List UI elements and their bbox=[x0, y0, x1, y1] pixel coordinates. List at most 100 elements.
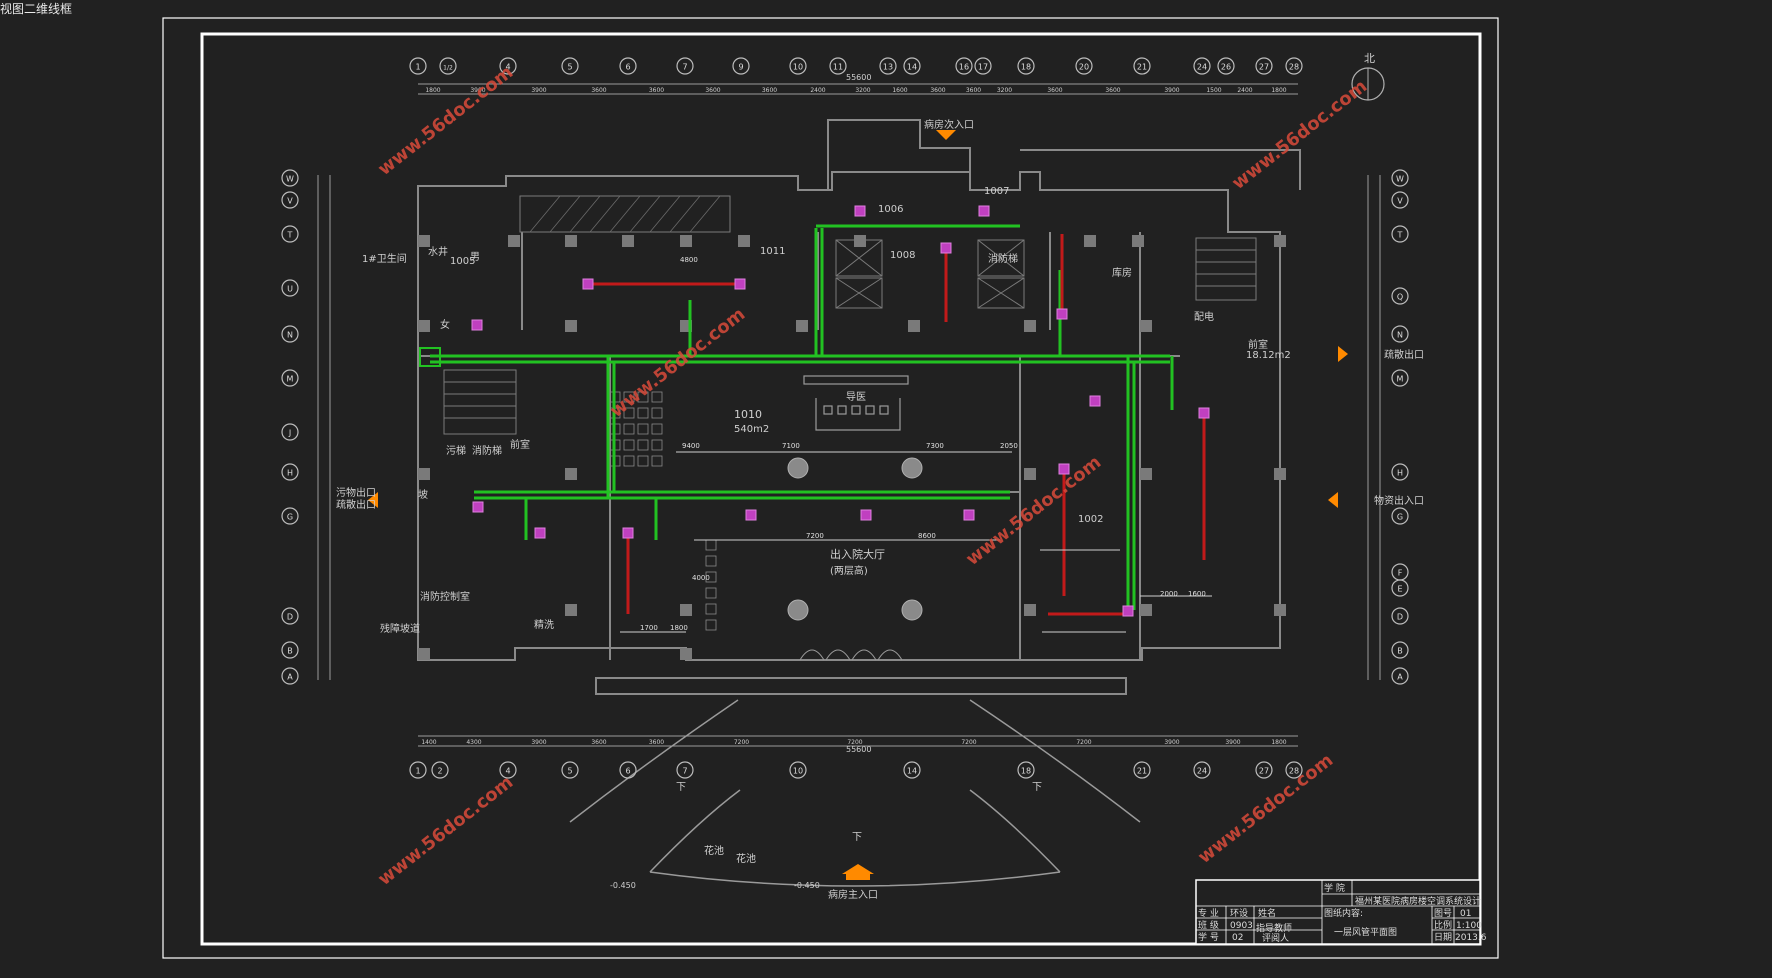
axis-label: 11 bbox=[833, 63, 843, 72]
axis-label: 7 bbox=[682, 63, 687, 72]
dimension-lines bbox=[317, 83, 1381, 747]
tb-title: 福州某医院病房楼空调系统设计 bbox=[1355, 895, 1481, 907]
bottom-total-dimension: 55600 bbox=[846, 745, 871, 754]
dimension-value: 3600 bbox=[762, 87, 777, 94]
dimension-value: 3600 bbox=[705, 87, 720, 94]
axis-label: W bbox=[1396, 175, 1404, 184]
axis-label: 14 bbox=[907, 767, 917, 776]
axis-bubble: 17 bbox=[974, 57, 992, 75]
entrance-doors bbox=[799, 649, 903, 661]
axis-bubble: F bbox=[1391, 563, 1409, 581]
axis-bubble: M bbox=[1391, 369, 1409, 387]
title-block: 学 院 福州某医院病房楼空调系统设计 图纸内容: 图号 01 专 业 环设 姓名… bbox=[1195, 879, 1487, 945]
dimension-value: 7200 bbox=[961, 739, 976, 746]
dimension-value: 3600 bbox=[966, 87, 981, 94]
fresh-air-intake bbox=[419, 347, 441, 367]
axis-bubble: 14 bbox=[903, 761, 921, 779]
axis-bubble: M bbox=[281, 369, 299, 387]
axis-label: D bbox=[1397, 613, 1403, 622]
axis-label: 28 bbox=[1289, 63, 1299, 72]
room-label: 540m2 bbox=[734, 424, 769, 435]
axis-bubble: 4 bbox=[499, 761, 517, 779]
axis-label: 13 bbox=[883, 63, 893, 72]
axis-bubble: Q bbox=[1391, 287, 1409, 305]
dimension-value: 3200 bbox=[997, 87, 1012, 94]
hall-dimension: 2000 bbox=[1160, 590, 1178, 598]
axis-label: F bbox=[1398, 569, 1403, 578]
axis-label: T bbox=[1397, 231, 1403, 240]
axis-bubble: G bbox=[1391, 507, 1409, 525]
axis-label: T bbox=[287, 231, 293, 240]
tb-date: 2013.6 bbox=[1455, 933, 1487, 943]
axis-label: 18 bbox=[1021, 767, 1031, 776]
axis-bubble: V bbox=[1391, 191, 1409, 209]
axis-label: 9 bbox=[738, 63, 743, 72]
axis-bubble: 24 bbox=[1193, 57, 1211, 75]
axis-label: B bbox=[1397, 647, 1403, 656]
room-label: 男 bbox=[470, 251, 480, 263]
inner-sheet-frame bbox=[200, 32, 1482, 946]
dimension-value: 3900 bbox=[470, 87, 485, 94]
dimension-value: 3600 bbox=[591, 87, 606, 94]
axis-bubble: 10 bbox=[789, 761, 807, 779]
dimension-value: 1800 bbox=[1271, 739, 1286, 746]
room-label: 前室 bbox=[1248, 338, 1268, 351]
tb-student-no: 02 bbox=[1232, 933, 1243, 943]
axis-bubble: W bbox=[281, 169, 299, 187]
axis-bubble: 27 bbox=[1255, 57, 1273, 75]
axis-label: 10 bbox=[793, 63, 803, 72]
room-label: 库房 bbox=[1112, 266, 1132, 279]
dimension-value: 2400 bbox=[1237, 87, 1252, 94]
hall-dimension: 7300 bbox=[926, 442, 944, 450]
axis-bubble: B bbox=[281, 641, 299, 659]
branch-ducts bbox=[588, 234, 1206, 616]
room-label: (两层高) bbox=[830, 564, 868, 577]
axis-label: M bbox=[287, 375, 294, 384]
tb-date-label: 日期 bbox=[1434, 932, 1452, 943]
tb-scale-label: 比例 bbox=[1434, 919, 1452, 931]
tb-school: 学 院 bbox=[1324, 882, 1345, 894]
axis-label: 10 bbox=[793, 767, 803, 776]
room-label: 疏散出口 bbox=[1384, 348, 1424, 361]
dimension-value: 3900 bbox=[531, 87, 546, 94]
axis-label: 17 bbox=[978, 63, 988, 72]
room-label: 污梯 bbox=[446, 444, 466, 457]
axis-label: A bbox=[1397, 673, 1403, 682]
axis-label: 5 bbox=[567, 63, 572, 72]
room-label: 1002 bbox=[1078, 514, 1103, 525]
hall-dimension: 1600 bbox=[1188, 590, 1206, 598]
room-label: 消防控制室 bbox=[420, 590, 470, 603]
axis-bubble: V bbox=[281, 191, 299, 209]
hall-dimension: 4000 bbox=[692, 574, 710, 582]
axis-label: 21 bbox=[1137, 767, 1147, 776]
entrance-arrows bbox=[368, 130, 1348, 880]
elevation-mark: -0.450 bbox=[794, 881, 820, 890]
axis-bubble: 28 bbox=[1285, 761, 1303, 779]
outer-sheet-frame bbox=[162, 17, 1499, 959]
room-label: 精洗 bbox=[534, 618, 554, 631]
axis-label: 5 bbox=[567, 767, 572, 776]
wall-hatch bbox=[529, 195, 721, 233]
axis-label: 1 bbox=[415, 767, 420, 776]
axis-bubble: W bbox=[1391, 169, 1409, 187]
axis-label: M bbox=[1397, 375, 1404, 384]
tb-scale: 1:100 bbox=[1456, 921, 1482, 931]
dimension-value: 3900 bbox=[1225, 739, 1240, 746]
axis-label: 20 bbox=[1079, 63, 1089, 72]
room-label: 病房主入口 bbox=[828, 888, 878, 901]
dimension-value: 3900 bbox=[1164, 739, 1179, 746]
room-label: 残障坡道 bbox=[380, 622, 420, 635]
axis-bubble: 1/2 bbox=[439, 57, 457, 75]
axis-bubble: 4 bbox=[499, 57, 517, 75]
axis-bubble: 27 bbox=[1255, 761, 1273, 779]
round-columns bbox=[787, 457, 923, 621]
axis-bubble: T bbox=[1391, 225, 1409, 243]
axis-bubble: 5 bbox=[561, 761, 579, 779]
room-label: 物资出入口 bbox=[1374, 494, 1424, 507]
hall-dimension: 8600 bbox=[918, 532, 936, 540]
